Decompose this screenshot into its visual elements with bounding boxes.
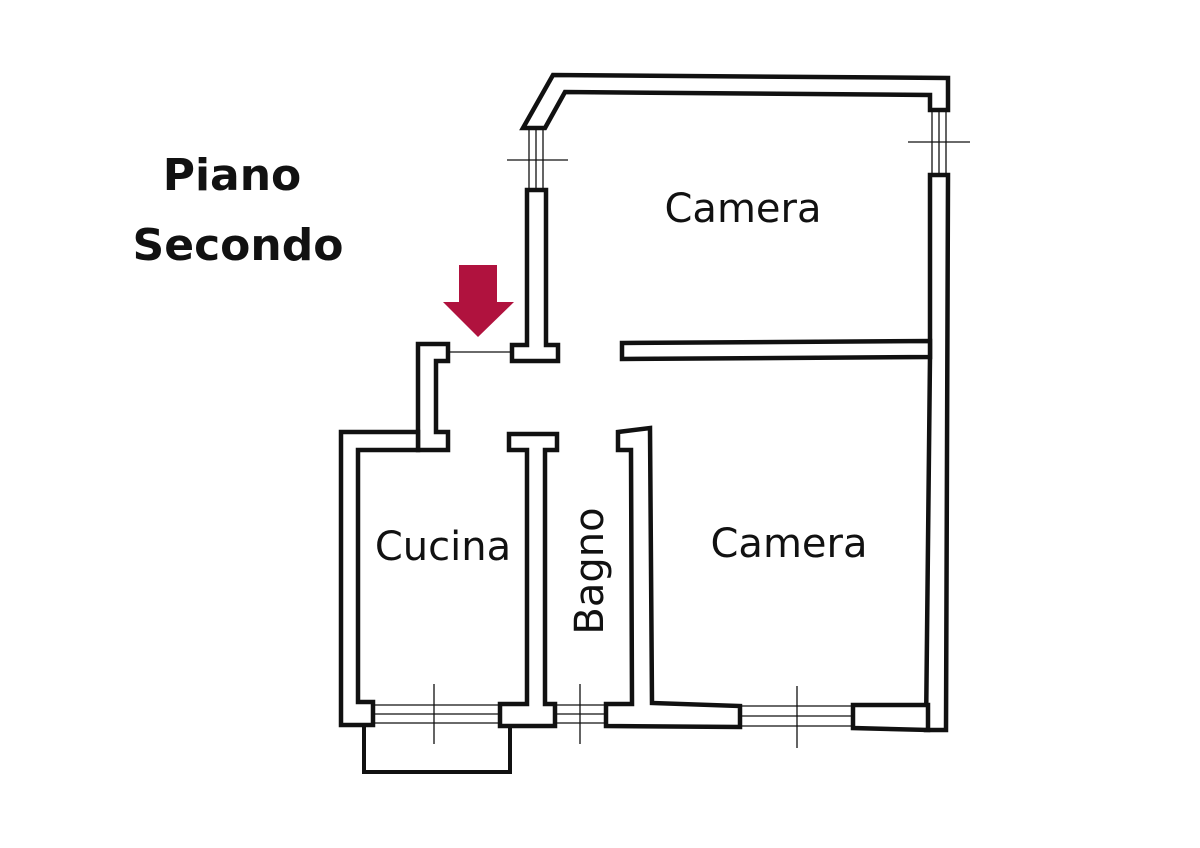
windows <box>373 110 970 748</box>
arrow-down-icon <box>443 265 514 337</box>
floor-title-line2: Secondo <box>133 220 344 271</box>
wall-top <box>519 72 951 131</box>
window-camera-bottom <box>740 686 853 748</box>
wall-camere-divider <box>619 338 933 362</box>
window-top-left <box>507 128 568 190</box>
wall-bagno-camera <box>603 425 743 730</box>
window-cucina <box>373 684 500 744</box>
room-label-camera-top: Camera <box>665 186 822 232</box>
room-label-camera-bottom: Camera <box>711 521 868 567</box>
floor-title-line1: Piano <box>163 150 302 201</box>
room-label-bagno: Bagno <box>567 507 613 634</box>
wall-bottom-right <box>850 702 931 733</box>
window-top-right <box>908 110 970 175</box>
wall-cucina-bagno <box>497 431 560 729</box>
balcony <box>362 725 512 774</box>
walls <box>338 72 951 774</box>
window-bagno <box>555 684 606 744</box>
wall-hall-left-upper <box>509 187 561 364</box>
wall-right-outer <box>923 172 951 733</box>
wall-entrance-stub <box>415 341 451 453</box>
room-label-cucina: Cucina <box>375 524 511 570</box>
wall-cucina-left <box>338 429 421 728</box>
